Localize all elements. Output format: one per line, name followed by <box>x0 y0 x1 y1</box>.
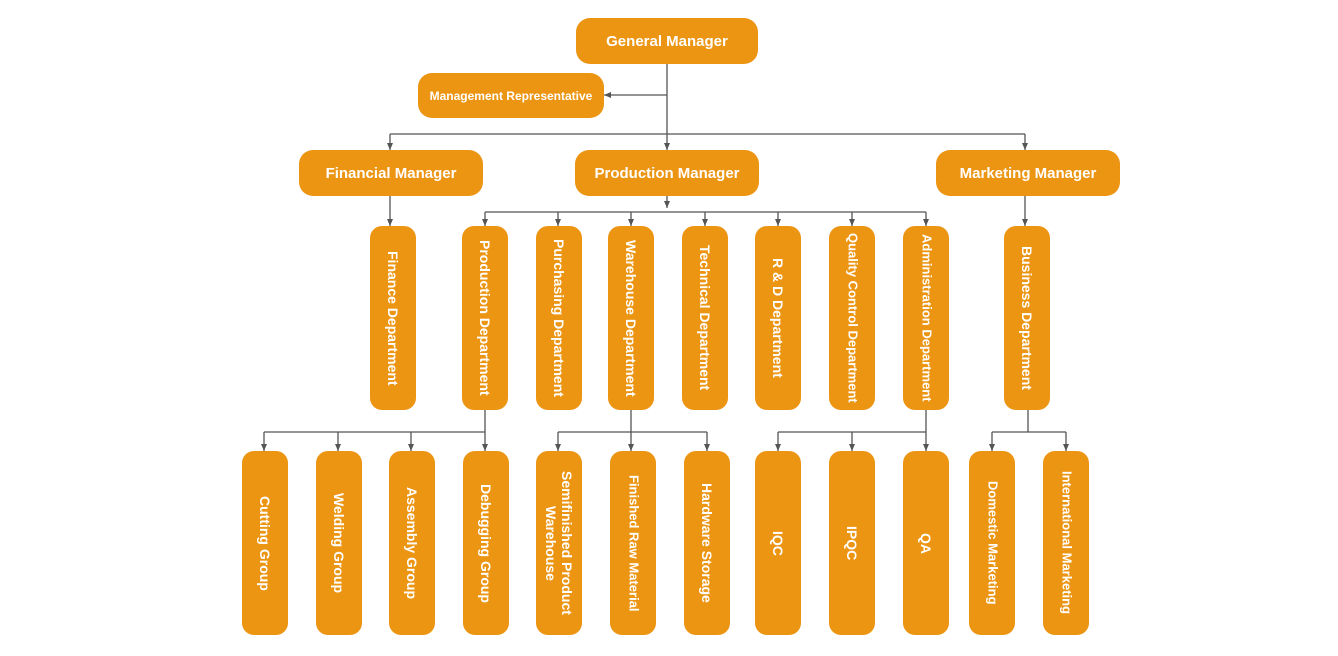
hardware-storage-label: Hardware Storage <box>699 483 716 603</box>
ipqc-box: IPQC <box>829 451 875 635</box>
marketing-manager-box: Marketing Manager <box>936 150 1120 196</box>
debugging-group-box: Debugging Group <box>463 451 509 635</box>
business-department-box: Business Department <box>1004 226 1050 410</box>
purchasing-department-label: Purchasing Department <box>551 239 568 397</box>
production-department-label: Production Department <box>477 240 494 396</box>
management-representative-label: Management Representative <box>429 88 593 103</box>
hardware-storage-box: Hardware Storage <box>684 451 730 635</box>
semifinished-warehouse-label: Semifinished Product Warehouse <box>543 471 576 615</box>
domestic-marketing-label: Domestic Marketing <box>985 481 1001 605</box>
management-representative-box: Management Representative <box>418 73 604 118</box>
purchasing-department-box: Purchasing Department <box>536 226 582 410</box>
cutting-group-label: Cutting Group <box>257 495 274 591</box>
business-department-label: Business Department <box>1019 246 1036 390</box>
welding-group-label: Welding Group <box>331 492 348 594</box>
administration-department-box: Administration Department <box>903 226 949 410</box>
rd-department-box: R & D Department <box>755 226 801 410</box>
production-manager-label: Production Manager <box>594 164 740 182</box>
warehouse-department-box: Warehouse Department <box>608 226 654 410</box>
debugging-group-label: Debugging Group <box>478 483 495 603</box>
general-manager-label: General Manager <box>606 32 728 50</box>
assembly-group-label: Assembly Group <box>404 486 421 600</box>
semifinished-warehouse-box: Semifinished Product Warehouse <box>536 451 582 635</box>
quality-control-department-box: Quality Control Department <box>829 226 875 410</box>
technical-department-box: Technical Department <box>682 226 728 410</box>
assembly-group-box: Assembly Group <box>389 451 435 635</box>
iqc-label: IQC <box>770 530 787 556</box>
finished-raw-material-label: Finished Raw Material <box>626 474 642 612</box>
production-department-box: Production Department <box>462 226 508 410</box>
financial-manager-box: Financial Manager <box>299 150 483 196</box>
production-manager-box: Production Manager <box>575 150 759 196</box>
cutting-group-box: Cutting Group <box>242 451 288 635</box>
ipqc-label: IPQC <box>844 525 861 561</box>
finance-department-label: Finance Department <box>385 250 402 386</box>
technical-department-label: Technical Department <box>697 245 714 391</box>
finance-department-box: Finance Department <box>370 226 416 410</box>
international-marketing-label: International Marketing <box>1059 471 1075 615</box>
quality-control-department-label: Quality Control Department <box>845 233 861 403</box>
iqc-box: IQC <box>755 451 801 635</box>
financial-manager-label: Financial Manager <box>325 164 457 182</box>
rd-department-label: R & D Department <box>770 258 787 378</box>
finished-raw-material-box: Finished Raw Material <box>610 451 656 635</box>
marketing-manager-label: Marketing Manager <box>959 164 1097 182</box>
administration-department-label: Administration Department <box>919 234 935 402</box>
qa-box: QA <box>903 451 949 635</box>
international-marketing-box: International Marketing <box>1043 451 1089 635</box>
welding-group-box: Welding Group <box>316 451 362 635</box>
qa-label: QA <box>918 532 935 554</box>
warehouse-department-label: Warehouse Department <box>623 239 640 397</box>
domestic-marketing-box: Domestic Marketing <box>969 451 1015 635</box>
general-manager-box: General Manager <box>576 18 758 64</box>
